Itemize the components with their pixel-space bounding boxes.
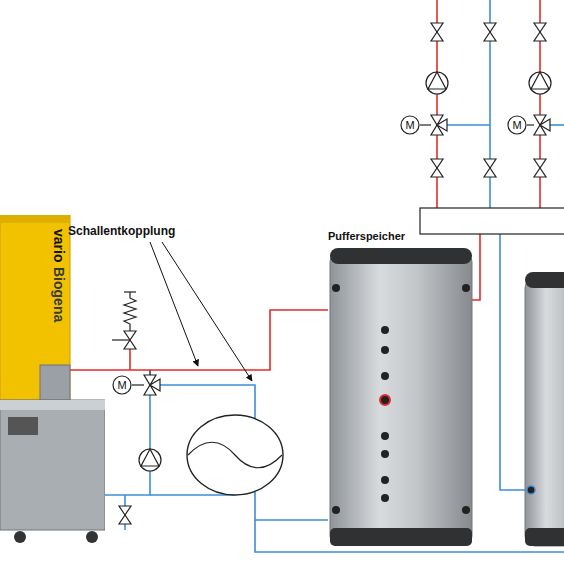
safety-valve-pipe xyxy=(129,349,131,370)
shutoff-valve-symbol xyxy=(431,159,443,177)
drain-valve-symbol xyxy=(119,506,131,524)
motor-outline xyxy=(508,116,526,134)
tank-cylinder xyxy=(330,248,472,546)
safety-valve-outlet xyxy=(112,339,130,340)
shutoff-valve-symbol xyxy=(431,23,443,41)
boiler-base-lid xyxy=(0,400,105,410)
mixing-valve-symbol xyxy=(431,115,447,135)
tank-port xyxy=(381,372,389,380)
boiler-control-box xyxy=(40,365,70,400)
mixing-valve-symbol xyxy=(534,115,550,135)
vessel-membrane xyxy=(188,442,282,468)
boiler-unit: varioBiogena xyxy=(0,215,105,545)
shutoff-valve-symbol xyxy=(534,23,546,41)
boiler-window xyxy=(8,417,38,435)
second-tank-base xyxy=(525,528,564,546)
pump-symbol xyxy=(529,72,551,94)
motor-circle: M xyxy=(112,375,132,395)
shutoff-valve-symbol xyxy=(484,23,496,41)
manifold-bar xyxy=(420,208,564,234)
motor-outline xyxy=(401,116,419,134)
boiler-casing xyxy=(0,215,70,400)
actuator-link xyxy=(420,124,431,125)
tank-port xyxy=(381,432,389,440)
buffer-tank-shape xyxy=(328,226,474,546)
tank-base xyxy=(330,528,472,546)
tank-port xyxy=(381,494,389,502)
pipe-connector xyxy=(105,310,328,370)
tank-port xyxy=(381,346,389,354)
tank-port xyxy=(332,284,340,292)
second-tank-cap xyxy=(525,272,564,288)
valve-spring xyxy=(124,292,136,331)
motor-letter: M xyxy=(112,375,132,395)
second-tank-body xyxy=(525,278,564,546)
tank-port xyxy=(462,284,470,292)
tank-port xyxy=(381,476,389,484)
boiler-base xyxy=(0,400,105,530)
tank-port xyxy=(527,486,535,494)
pump-triangle xyxy=(531,72,549,89)
tank-port xyxy=(380,395,390,405)
boiler-logo: varioBiogena xyxy=(51,229,67,323)
mixing-valve-symbol xyxy=(144,375,160,395)
tank-port xyxy=(381,450,389,458)
pump-symbol xyxy=(426,72,448,94)
actuator-link xyxy=(527,124,534,125)
actuator-link xyxy=(132,384,144,385)
brand-text: Biogena xyxy=(51,267,67,322)
tank-port xyxy=(462,506,470,514)
edge-layer xyxy=(105,310,328,520)
tank-heading: Pufferspeicher xyxy=(328,230,405,242)
shutoff-valve-symbol xyxy=(484,159,496,177)
leader-arrow xyxy=(162,242,252,381)
motor-outline xyxy=(113,376,131,394)
annotation-label: Schallentkopplung xyxy=(68,224,175,238)
motor-circle: M xyxy=(507,115,527,135)
boiler-lid xyxy=(0,215,70,223)
pump-triangle xyxy=(141,449,159,466)
tank-body xyxy=(330,254,472,544)
pipe-connector xyxy=(105,385,328,520)
boiler-wheel xyxy=(14,531,26,543)
tank-cap xyxy=(330,248,472,264)
return-pipe xyxy=(500,234,525,490)
pump-triangle xyxy=(428,72,446,89)
motor-circle: M xyxy=(400,115,420,135)
expansion-vessel xyxy=(187,415,283,495)
shutoff-valve-symbol xyxy=(534,159,546,177)
tank-port xyxy=(381,326,389,334)
boiler-unit-shape xyxy=(0,215,105,545)
buffer-tank: Pufferspeicher xyxy=(328,226,474,546)
motor-letter: M xyxy=(507,115,527,135)
boiler-wheel xyxy=(86,531,98,543)
vessel-pipe xyxy=(150,494,235,496)
brand-text: vario xyxy=(51,229,67,262)
valve-spring-cap xyxy=(124,291,136,292)
tank-port xyxy=(332,506,340,514)
pump-symbol xyxy=(139,449,161,471)
boiler-outlet-pipe xyxy=(70,369,105,371)
motor-letter: M xyxy=(400,115,420,135)
